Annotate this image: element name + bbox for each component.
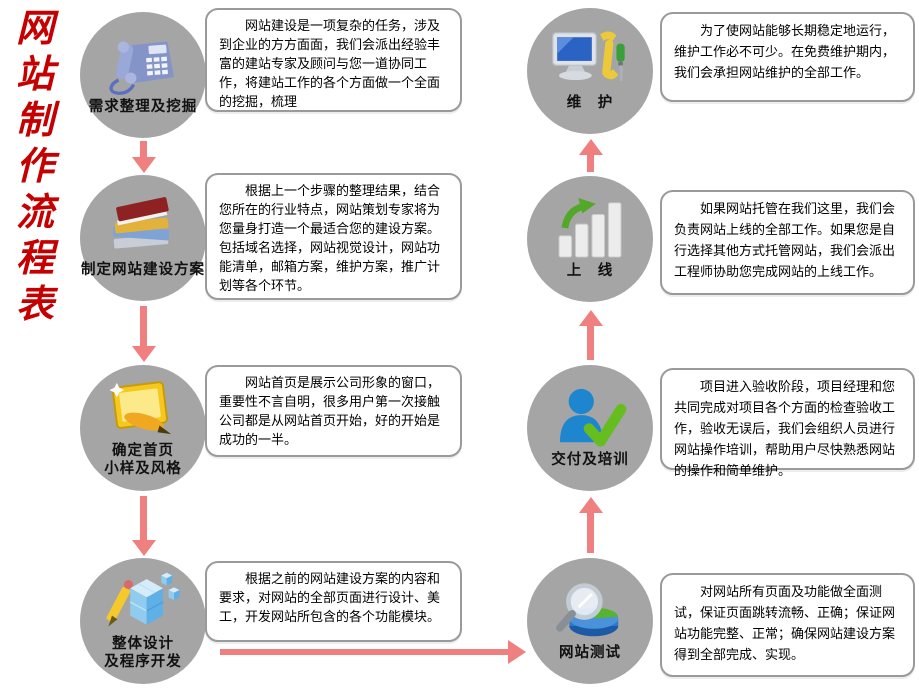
chart-up-icon	[552, 197, 628, 259]
desc-text-delivery: 项目进入验收阶段，项目经理和您共同完成对项目各个方面的检查验收工作，验收无误后，…	[674, 379, 896, 478]
step-circle-testing: 网站测试	[527, 558, 653, 684]
step-label-launch: 上 线	[566, 262, 614, 279]
desc-text-launch: 如果网站托管在我们这里，我们会负责网站上线的全部工作。如果您是自行选择其他方式托…	[674, 201, 896, 279]
arrow-down-2	[140, 306, 147, 346]
arrow-down-3	[140, 496, 147, 540]
step-label-testing: 网站测试	[559, 644, 621, 661]
step-label-plan: 制定网站建设方案	[81, 261, 205, 278]
step-label-maintenance: 维 护	[566, 94, 614, 111]
desc-text-plan: 根据上一个步骤的整理结果，结合您所在的行业特点，网站策划专家将为您量身打造一个最…	[219, 183, 441, 293]
arrow-down-1	[140, 141, 147, 157]
blocks-pencil-icon	[103, 570, 183, 632]
desc-text-develop: 根据之前的网站建设方案的内容和要求，对网站的全部页面进行设计、美工，开发网站所包…	[219, 571, 441, 624]
desc-box-maintenance: 为了使网站能够长期稳定地运行，维护工作必不可少。在免费维护期内，我们会承担网站维…	[660, 12, 915, 102]
monitor-tools-icon	[548, 29, 632, 91]
step-label-requirements: 需求整理及挖掘	[88, 98, 198, 115]
user-check-icon	[551, 386, 629, 448]
step-circle-launch: 上 线	[527, 176, 653, 302]
books-icon	[103, 196, 183, 258]
arrow-up-3	[587, 155, 594, 172]
desc-box-plan: 根据上一个步骤的整理结果，结合您所在的行业特点，网站策划专家将为您量身打造一个最…	[205, 173, 462, 300]
desc-text-maintenance: 为了使网站能够长期稳定地运行，维护工作必不可少。在免费维护期内，我们会承担网站维…	[674, 23, 896, 80]
step-circle-plan: 制定网站建设方案	[80, 175, 206, 301]
desc-box-develop: 根据之前的网站建设方案的内容和要求，对网站的全部页面进行设计、美工，开发网站所包…	[205, 561, 462, 642]
desc-text-requirements: 网站建设是一项复杂的任务，涉及到企业的方方面面，我们会派出经验丰富的建站专家及顾…	[219, 18, 441, 109]
step-label-homepage: 确定首页 小样及风格	[104, 442, 182, 477]
desc-box-requirements: 网站建设是一项复杂的任务，涉及到企业的方方面面，我们会派出经验丰富的建站专家及顾…	[205, 8, 462, 112]
step-circle-homepage: 确定首页 小样及风格	[80, 365, 206, 491]
arrow-up-1	[587, 513, 594, 553]
desc-box-testing: 对网站所有页面及功能做全面测试，保证页面跳转流畅、正确；保证网站功能完整、正常；…	[660, 573, 915, 677]
page-title: 网站制作流程表	[15, 8, 54, 326]
step-label-delivery: 交付及培训	[551, 451, 629, 468]
desc-text-testing: 对网站所有页面及功能做全面测试，保证页面跳转流畅、正确；保证网站功能完整、正常；…	[674, 584, 896, 662]
arrow-right-bottom	[220, 649, 508, 655]
paint-frame-icon	[106, 377, 180, 439]
step-circle-delivery: 交付及培训	[527, 365, 653, 491]
magnifier-pie-icon	[550, 579, 630, 641]
step-circle-requirements: 需求整理及挖掘	[80, 12, 206, 138]
step-circle-develop: 整体设计 及程序开发	[80, 558, 206, 684]
desc-box-homepage: 网站首页是展示公司形象的窗口，重要性不言自明，很多用户第一次接触公司都是从网站首…	[205, 365, 462, 457]
arrow-up-2	[587, 326, 594, 360]
desc-text-homepage: 网站首页是展示公司形象的窗口，重要性不言自明，很多用户第一次接触公司都是从网站首…	[219, 375, 441, 447]
phone-icon	[103, 33, 183, 95]
step-label-develop: 整体设计 及程序开发	[104, 635, 182, 670]
step-circle-maintenance: 维 护	[527, 8, 653, 134]
desc-box-launch: 如果网站托管在我们这里，我们会负责网站上线的全部工作。如果您是自行选择其他方式托…	[660, 190, 915, 295]
desc-box-delivery: 项目进入验收阶段，项目经理和您共同完成对项目各个方面的检查验收工作，验收无误后，…	[660, 368, 915, 478]
